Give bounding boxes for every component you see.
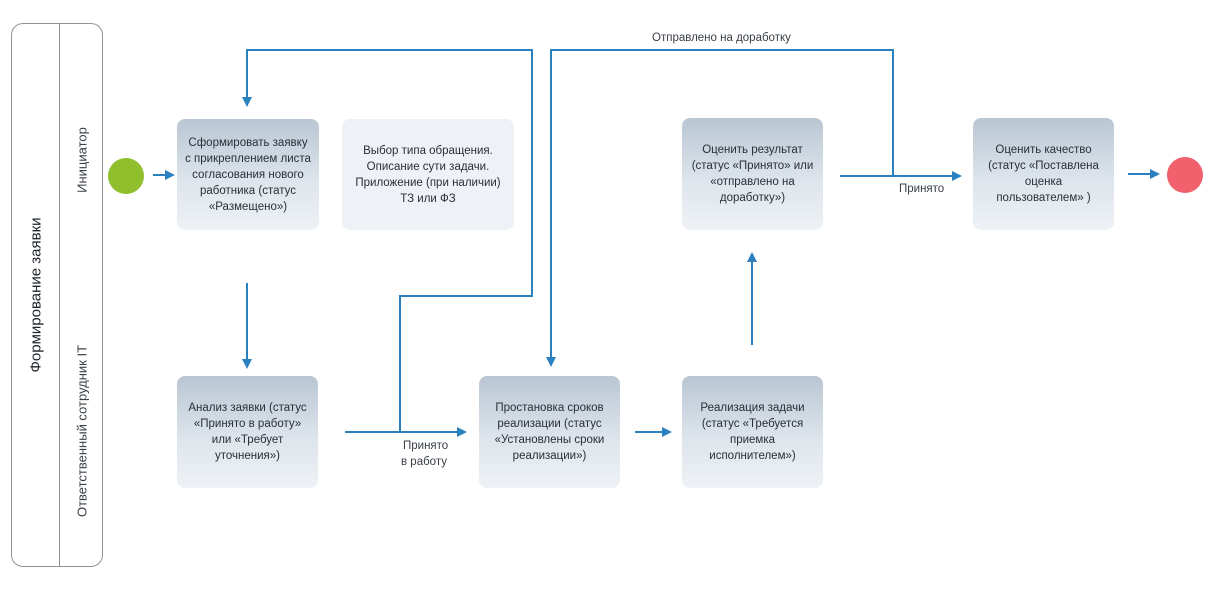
swimlane-divider	[59, 23, 60, 567]
task-form-request: Сформировать заявку с прикреплением лист…	[177, 119, 319, 230]
task-evaluate-result: Оценить результат (статус «Принято» или …	[682, 118, 823, 230]
task-form-request-text: Сформировать заявку с прикреплением лист…	[185, 136, 311, 213]
task-set-deadlines-text: Простановка сроков реализации (статус «У…	[494, 402, 605, 462]
edge-label-accepted-work-1: Принято	[403, 440, 449, 452]
note-request-details-text: Выбор типа обращения. Описание сути зада…	[355, 144, 501, 205]
end-node	[1167, 157, 1203, 193]
start-node	[108, 158, 144, 194]
arrow-sent-back-for-rework	[546, 49, 894, 367]
lane-label-it-employee: Ответственный сотрудник IT	[74, 344, 90, 518]
task-implement: Реализация задачи (статус «Требуется при…	[682, 376, 823, 488]
task-analyze-request: Анализ заявки (статус «Принято в работу»…	[177, 376, 318, 488]
edge-label-sent-back: Отправлено на доработку	[652, 32, 791, 44]
task-implement-text: Реализация задачи (статус «Требуется при…	[700, 402, 805, 462]
task-evaluate-quality: Оценить качество (статус «Поставлена оце…	[973, 118, 1114, 230]
swimlane-frame	[11, 23, 103, 567]
lane-label-initiator: Инициатор	[74, 127, 90, 193]
arrow-analysis-return-to-form	[242, 49, 533, 432]
task-evaluate-quality-text: Оценить качество (статус «Поставлена оце…	[988, 144, 1099, 204]
note-request-details: Выбор типа обращения. Описание сути зада…	[342, 119, 514, 230]
task-analyze-request-text: Анализ заявки (статус «Принято в работу»…	[188, 402, 307, 462]
group-title: Формирование заявки	[27, 217, 45, 373]
task-evaluate-result-text: Оценить результат (статус «Принято» или …	[691, 144, 814, 204]
edge-label-accepted-work-2: в работу	[401, 456, 447, 468]
task-set-deadlines: Простановка сроков реализации (статус «У…	[479, 376, 620, 488]
edge-label-accepted: Принято	[899, 183, 945, 195]
